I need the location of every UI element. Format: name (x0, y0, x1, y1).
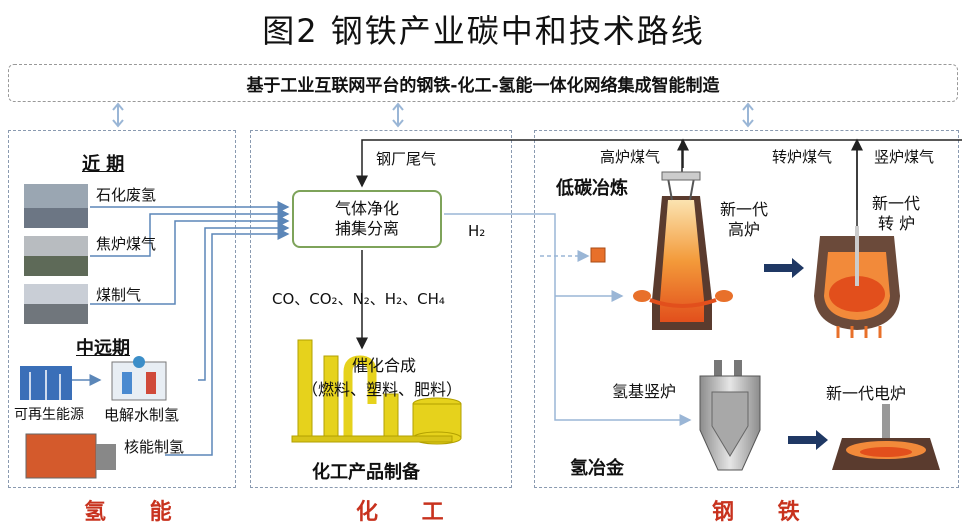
hydrogen-flow-lines (72, 201, 290, 456)
raw-material-square (590, 247, 606, 263)
source-coal-gas: 煤制气 (96, 286, 142, 304)
steel-panel (534, 130, 959, 488)
nuclear-hydrogen-label: 核能制氢 (124, 438, 185, 456)
gas-components-label: CO、CO₂、N₂、H₂、CH₄ (272, 290, 445, 308)
synthesis-products-label: （燃料、塑料、肥料） (302, 380, 463, 399)
purify-line-1: 气体净化 (334, 199, 399, 218)
chemical-panel (250, 130, 512, 488)
renewable-energy-label: 可再生能源 (14, 407, 84, 423)
hydrogen-panel (8, 130, 236, 488)
mid-long-term-heading: 中远期 (76, 338, 130, 359)
process-arrows (764, 258, 828, 450)
banner-link-arrows (112, 102, 754, 128)
new-blast-furnace-label-1: 新一代 (720, 200, 769, 219)
blast-furnace-gas-label: 高炉煤气 (600, 148, 661, 166)
integration-banner: 基于工业互联网平台的钢铁-化工-氢能一体化网络集成智能制造 (8, 64, 958, 102)
electric-furnace-icon (832, 404, 940, 470)
converter-gas-label: 转炉煤气 (772, 148, 833, 166)
new-converter-label-1: 新一代 (872, 194, 921, 213)
chemical-plant-icon (291, 339, 462, 445)
chemical-product-heading: 化工产品制备 (312, 462, 420, 483)
h2-to-steel-lines (444, 213, 692, 426)
new-blast-furnace-label-2: 高炉 (728, 220, 761, 239)
source-photos (20, 184, 167, 479)
h2-label: H₂ (468, 222, 486, 240)
chemical-footer: 化 工 (356, 500, 462, 525)
low-carbon-smelting-heading: 低碳冶炼 (556, 178, 628, 199)
steel-footer: 钢 铁 (712, 500, 818, 525)
converter-icon (814, 226, 900, 338)
source-coke-oven-gas: 焦炉煤气 (96, 235, 157, 253)
hydrogen-shaft-furnace-label: 氢基竖炉 (612, 382, 677, 401)
shaft-furnace-gas-label: 竖炉煤气 (874, 148, 935, 166)
hydrogen-metallurgy-heading: 氢冶金 (570, 458, 624, 479)
new-converter-label-2: 转 炉 (878, 214, 916, 233)
source-petrochemical-hydrogen: 石化废氢 (96, 186, 157, 204)
page-title: 图2 钢铁产业碳中和技术路线 (262, 12, 705, 50)
catalytic-synthesis-label: 催化合成 (352, 356, 417, 375)
electrolysis-label: 电解水制氢 (104, 406, 180, 424)
tail-gas-label: 钢厂尾气 (376, 150, 437, 168)
blast-furnace-icon (633, 171, 733, 330)
near-term-heading: 近 期 (82, 154, 125, 175)
purify-line-2: 捕集分离 (334, 219, 399, 238)
new-electric-furnace-label: 新一代电炉 (826, 384, 907, 403)
gas-purification-box: 气体净化 捕集分离 (292, 190, 442, 248)
shaft-furnace-icon (699, 360, 761, 471)
hydrogen-footer: 氢 能 (84, 500, 190, 525)
